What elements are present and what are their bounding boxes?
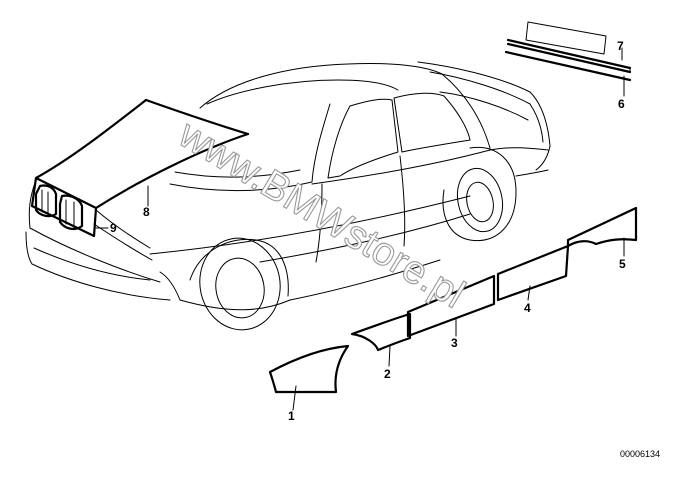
kidney-grille-part — [30, 176, 98, 238]
decal-part-1 — [268, 344, 350, 394]
decal-part-5 — [566, 206, 638, 248]
callout-1: 1 — [288, 409, 295, 423]
callout-6: 6 — [618, 97, 625, 111]
callout-9: 9 — [110, 221, 117, 235]
callout-5: 5 — [619, 257, 626, 271]
trim-strip-parts — [504, 21, 632, 82]
callout-2: 2 — [384, 367, 391, 381]
callout-leaders — [95, 47, 625, 411]
callout-labels: 1 2 3 4 5 6 7 8 9 — [110, 39, 626, 423]
callout-4: 4 — [524, 301, 531, 315]
hood-stripe-part — [34, 98, 250, 210]
reference-number: 00006134 — [620, 449, 660, 459]
decal-part-2 — [350, 312, 412, 352]
decal-part-3 — [406, 274, 496, 338]
callout-3: 3 — [451, 336, 458, 350]
callout-8: 8 — [143, 205, 150, 219]
callout-7: 7 — [617, 39, 624, 53]
car-illustration — [25, 61, 551, 331]
decal-part-4 — [496, 244, 570, 302]
